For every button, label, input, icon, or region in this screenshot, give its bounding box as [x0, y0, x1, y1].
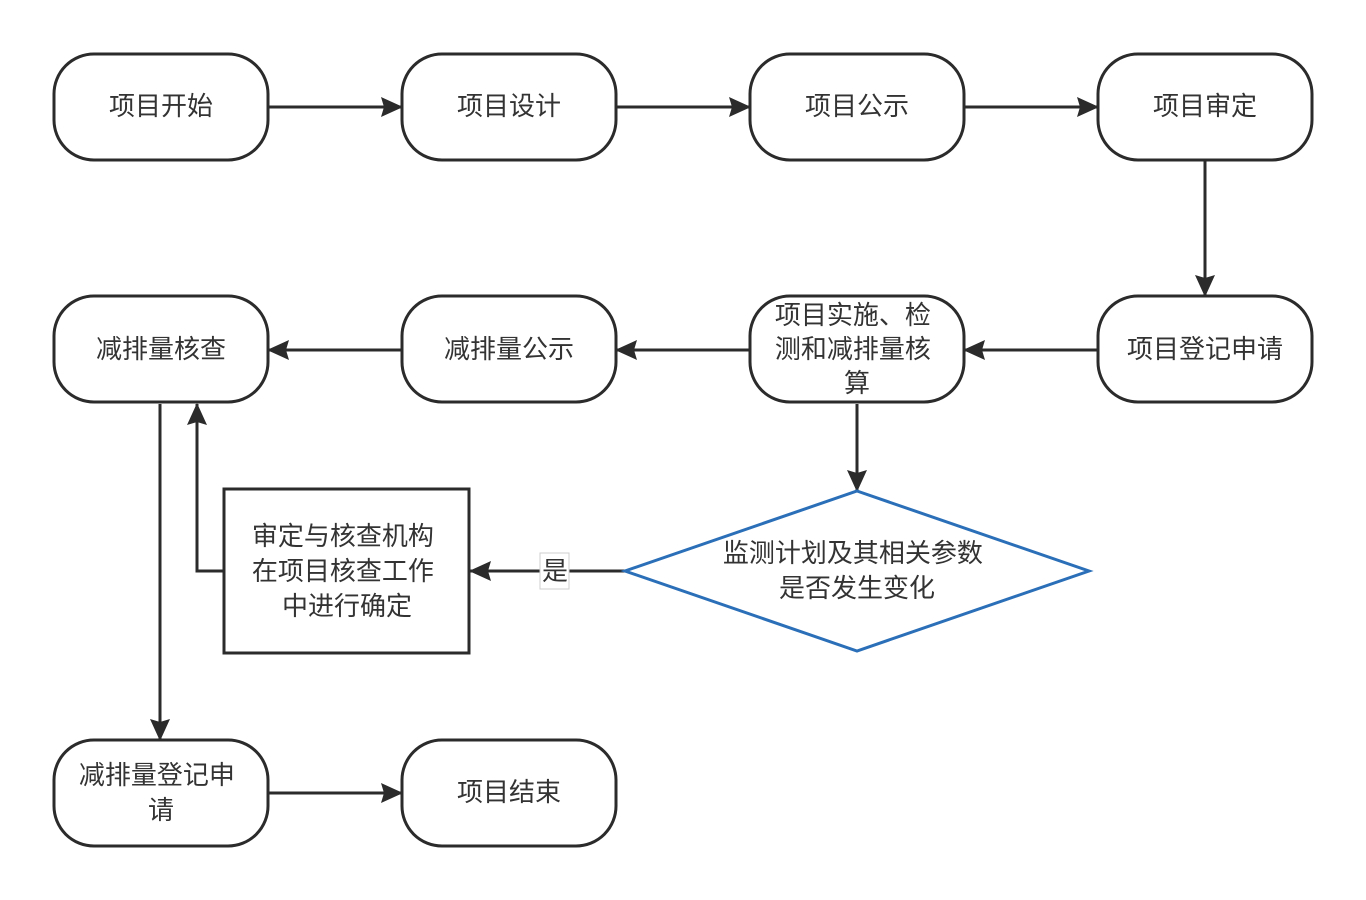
node-decision[interactable]	[620, 489, 1094, 653]
node-reduction-registration-label: 减排量登记申 请	[79, 761, 243, 826]
node-end[interactable]	[400, 738, 618, 848]
node-labels: 项目开始 项目设计 项目公示 项目审定 项目登记申请 项目实施、检 测和减排量核…	[79, 92, 1283, 826]
edge-agency-to-reduction-check	[187, 403, 224, 573]
node-registration-label: 项目登记申请	[1127, 335, 1283, 365]
edges	[150, 97, 1215, 803]
node-decision-label: 监测计划及其相关参数 是否发生变化	[723, 539, 991, 604]
node-implementation-label: 项目实施、检 测和减排量核 算	[775, 301, 939, 399]
node-reduction-check-label: 减排量核查	[96, 335, 226, 365]
node-approval-label: 项目审定	[1153, 92, 1257, 122]
node-approval[interactable]	[1096, 52, 1314, 162]
node-reduction-check[interactable]	[52, 294, 270, 404]
edge-label-yes: 是	[539, 552, 570, 590]
node-start-label: 项目开始	[109, 92, 213, 122]
node-end-label: 项目结束	[457, 778, 561, 808]
edge-label-yes-text: 是	[542, 557, 568, 587]
node-agency[interactable]	[222, 487, 471, 655]
node-start[interactable]	[52, 52, 270, 162]
node-publicity[interactable]	[748, 52, 966, 162]
node-design[interactable]	[400, 52, 618, 162]
node-reduction-registration[interactable]	[52, 738, 270, 848]
node-agency-label: 审定与核查机构 在项目核查工作 中进行确定	[252, 522, 442, 622]
node-publicity-label: 项目公示	[805, 92, 909, 122]
node-registration[interactable]	[1096, 294, 1314, 404]
node-design-label: 项目设计	[457, 92, 561, 122]
node-reduction-publicity-label: 减排量公示	[444, 335, 574, 365]
node-implementation[interactable]	[748, 294, 966, 404]
nodes	[52, 52, 1314, 848]
node-reduction-publicity[interactable]	[400, 294, 618, 404]
